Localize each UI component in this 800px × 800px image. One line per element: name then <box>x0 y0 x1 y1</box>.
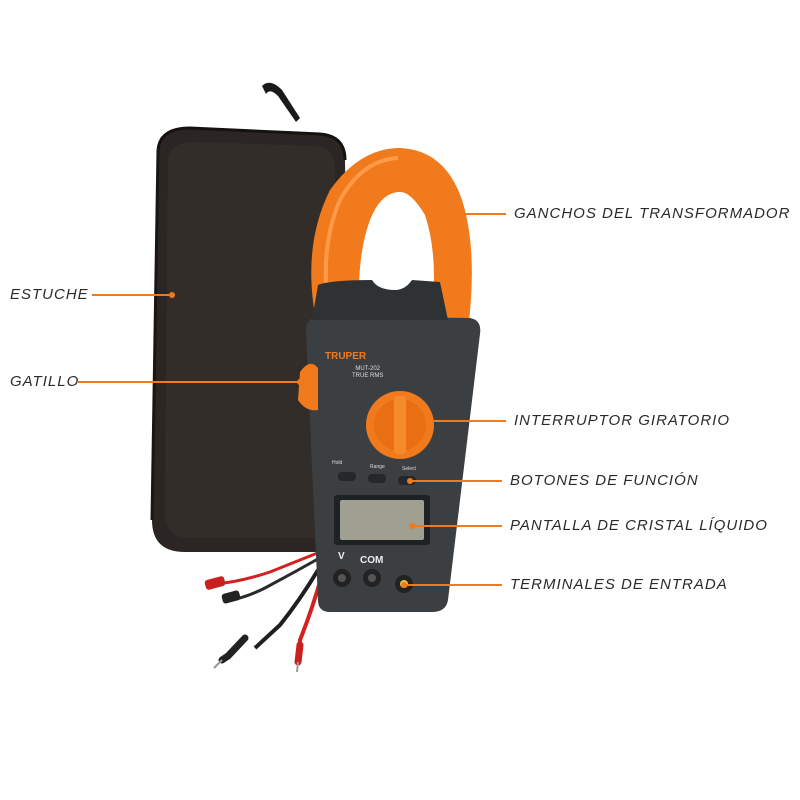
callout-pantalla: PANTALLA DE CRISTAL LÍQUIDO <box>510 517 768 534</box>
callout-gatillo: GATILLO <box>10 373 80 390</box>
callout-interruptor: INTERRUPTOR GIRATORIO <box>514 412 731 429</box>
range-button-label: Range <box>370 464 385 470</box>
model-sub-text: TRUE RMS <box>352 373 384 379</box>
callout-botones: BOTONES DE FUNCIÓN <box>510 472 699 489</box>
brand-label: TRUPER <box>322 351 369 362</box>
test-leads <box>204 546 331 673</box>
hold-button-label: Hold <box>332 460 343 466</box>
select-button-label: Select <box>402 466 416 472</box>
terminal-com-label: COM <box>360 555 384 566</box>
callout-terminales: TERMINALES DE ENTRADA <box>510 576 728 593</box>
terminal-v-label: V <box>338 551 345 562</box>
callout-ganchos: GANCHOS DEL TRANSFORMADOR <box>514 205 791 222</box>
brand-text: TRUPER <box>325 351 367 362</box>
trigger <box>298 363 318 411</box>
model-text: MUT-202 <box>355 366 381 372</box>
model-label: MUT-202 TRUE RMS <box>352 366 383 380</box>
callout-lines <box>78 211 506 588</box>
meter-body <box>298 280 481 612</box>
carrying-case <box>150 82 350 552</box>
callout-estuche: ESTUCHE <box>10 286 89 303</box>
